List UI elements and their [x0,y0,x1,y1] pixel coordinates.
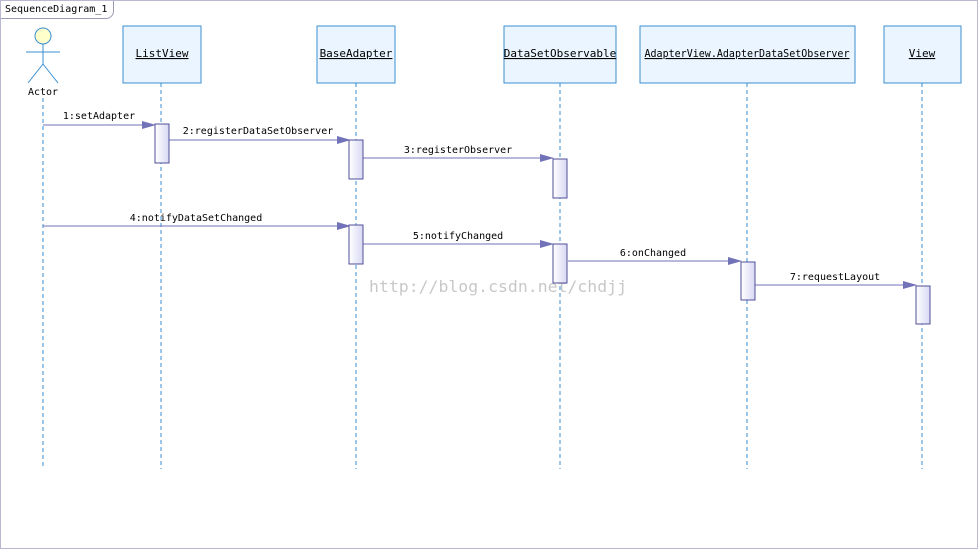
lifeline-box-datasetobservable[interactable]: DataSetObservable [503,25,617,84]
lifeline-name-baseadapter: BaseAdapter [320,47,393,60]
message-label-2: 2:registerDataSetObserver [183,126,334,137]
lifeline-name-listview: ListView [136,47,189,60]
activation-bar-baseadapter-1[interactable] [348,139,364,180]
message-label-4: 4:notifyDataSetChanged [130,213,262,224]
lifeline-box-adapterdatasetobserver[interactable]: AdapterView.AdapterDataSetObserver [639,25,856,84]
message-label-7: 7:requestLayout [790,272,880,283]
activation-bar-view[interactable] [915,285,931,325]
lifeline-name-adapterdatasetobserver: AdapterView.AdapterDataSetObserver [645,47,850,60]
message-label-6: 6:onChanged [620,248,686,259]
lifeline-box-baseadapter[interactable]: BaseAdapter [316,25,396,84]
lifeline-name-view: View [909,47,936,60]
lifeline-name-datasetobservable: DataSetObservable [504,47,617,60]
message-label-3: 3:registerObserver [404,145,512,156]
message-label-1: 1:setAdapter [63,111,135,122]
activation-bar-baseadapter-2[interactable] [348,224,364,265]
activation-bar-datasetobservable-2[interactable] [552,243,568,284]
activation-bar-adapterdatasetobserver[interactable] [740,261,756,301]
activation-bar-listview-1[interactable] [154,123,170,164]
lifeline-box-listview[interactable]: ListView [122,25,202,84]
activation-bar-datasetobservable-1[interactable] [552,158,568,199]
watermark-text: http://blog.csdn.net/chdjj [369,277,627,296]
actor-label: Actor [28,87,58,98]
actor-icon[interactable] [26,27,60,84]
diagram-title-tab[interactable]: SequenceDiagram_1 [1,1,115,19]
message-label-5: 5:notifyChanged [413,231,503,242]
lifeline-box-view[interactable]: View [883,25,962,84]
